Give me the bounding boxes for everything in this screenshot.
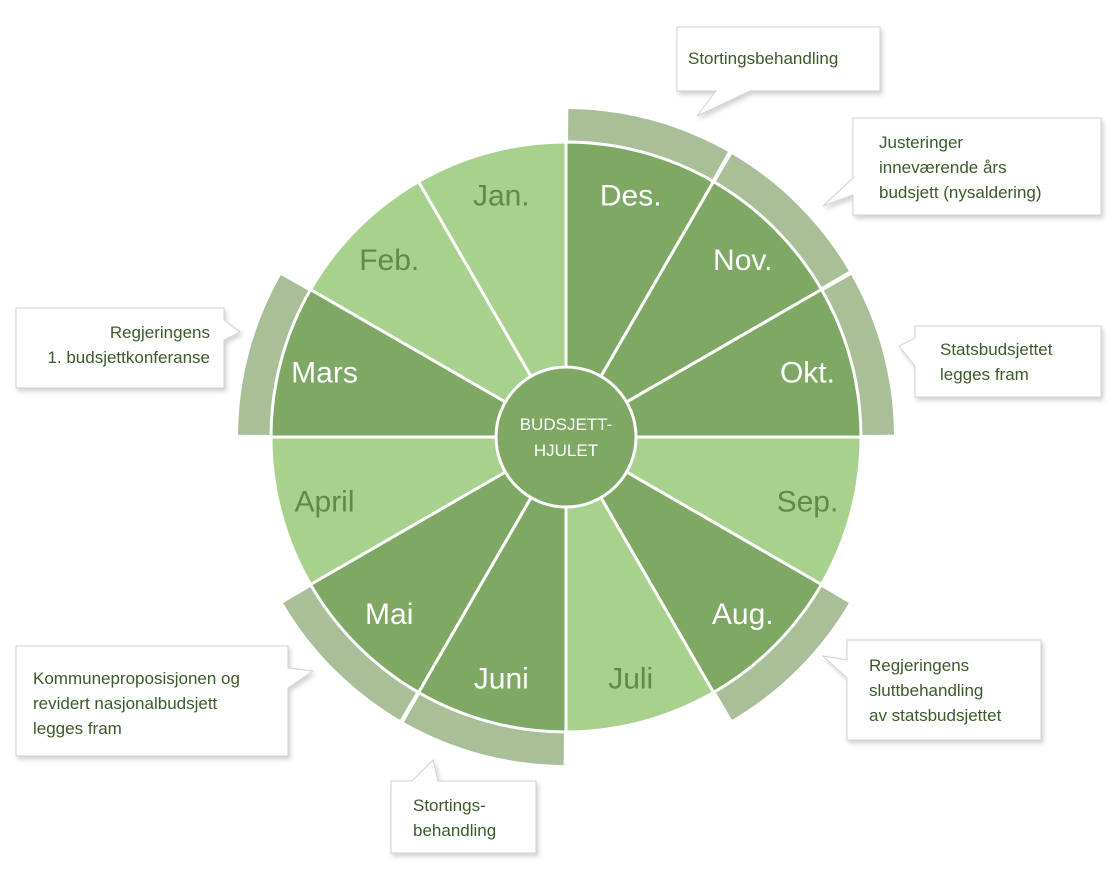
callout-line: Justeringer [879,133,964,152]
month-label-sep: Sep. [777,486,839,519]
callout-line: Kommuneproposisjonen og [33,669,240,688]
callout-box-sluttbehandling [821,639,1042,741]
callout-box-stortingsbehandling [676,26,881,117]
month-label-jan: Jan. [473,180,530,213]
callout-regjeringens-konferanse: Regjeringens 1. budsjettkonferanse [18,320,210,370]
month-label-juli: Juli [608,662,653,695]
hub-label-line2: HJULET [534,441,598,460]
month-label-nov: Nov. [713,244,772,277]
outer-band-aug [714,585,849,720]
outer-band-nov [714,154,849,289]
callout-line: legges fram [33,719,122,738]
callout-box-stortings-juni [390,759,537,854]
month-label-des: Des. [600,180,662,213]
callout-line: Regjeringens [869,656,970,675]
callout-box-justeringer [822,117,1102,216]
callout-line: Stortings- [413,796,486,815]
callout-line: av statsbudsjettet [869,706,1002,725]
callout-stortings-juni: Stortings- behandling [413,793,496,843]
hub-circle [494,365,638,509]
month-label-mars: Mars [291,356,358,389]
callout-line: 1. budsjettkonferanse [47,348,210,367]
month-label-april: April [295,486,355,519]
month-label-juni: Juni [474,662,529,695]
callout-shapes [15,26,1102,854]
callout-statsbudsjettet: Statsbudsjettet legges fram [940,337,1052,387]
callout-justeringer: Justeringer inneværende års budsjett (ny… [879,130,1042,205]
outer-bands [238,109,894,765]
month-labels: Des. Nov. Okt. Sep. Aug. Juli Juni Mai April Mars… [291,180,838,696]
callout-line: inneværende års [879,158,1007,177]
callout-line: sluttbehandling [869,681,984,700]
callout-line: behandling [413,821,497,840]
callout-line: legges fram [940,365,1029,384]
month-label-mai: Mai [365,598,413,631]
hub-label-line1: BUDSJETT- [520,415,613,434]
outer-band-okt [820,274,894,435]
callout-line: revidert nasjonalbudsjett [33,694,218,713]
outer-band-mars [238,274,312,435]
outer-band-juni [403,691,564,765]
callout-sluttbehandling: Regjeringens sluttbehandling av statsbud… [869,653,1001,728]
callout-box-regjeringens-konferanse [15,307,241,389]
callout-box-kommuneproposisjonen [15,645,315,757]
outer-band-mai [283,585,418,720]
callout-kommuneproposisjonen: Kommuneproposisjonen og revidert nasjona… [33,666,240,741]
callout-line: Regjeringens [109,323,210,342]
month-label-okt: Okt. [780,356,835,389]
callout-box-statsbudsjettet [898,325,1102,398]
callout-stortingsbehandling: Stortingsbehandling [688,46,838,71]
month-label-feb: Feb. [359,244,419,277]
callout-line: budsjett (nysaldering) [879,183,1042,202]
month-label-aug: Aug. [712,598,774,631]
wheel-hub: BUDSJETT- HJULET [494,365,638,509]
callout-line: Statsbudsjettet [940,340,1053,359]
outer-band-des [568,109,729,183]
month-segments [269,140,863,734]
callout-line: Stortingsbehandling [688,49,839,68]
